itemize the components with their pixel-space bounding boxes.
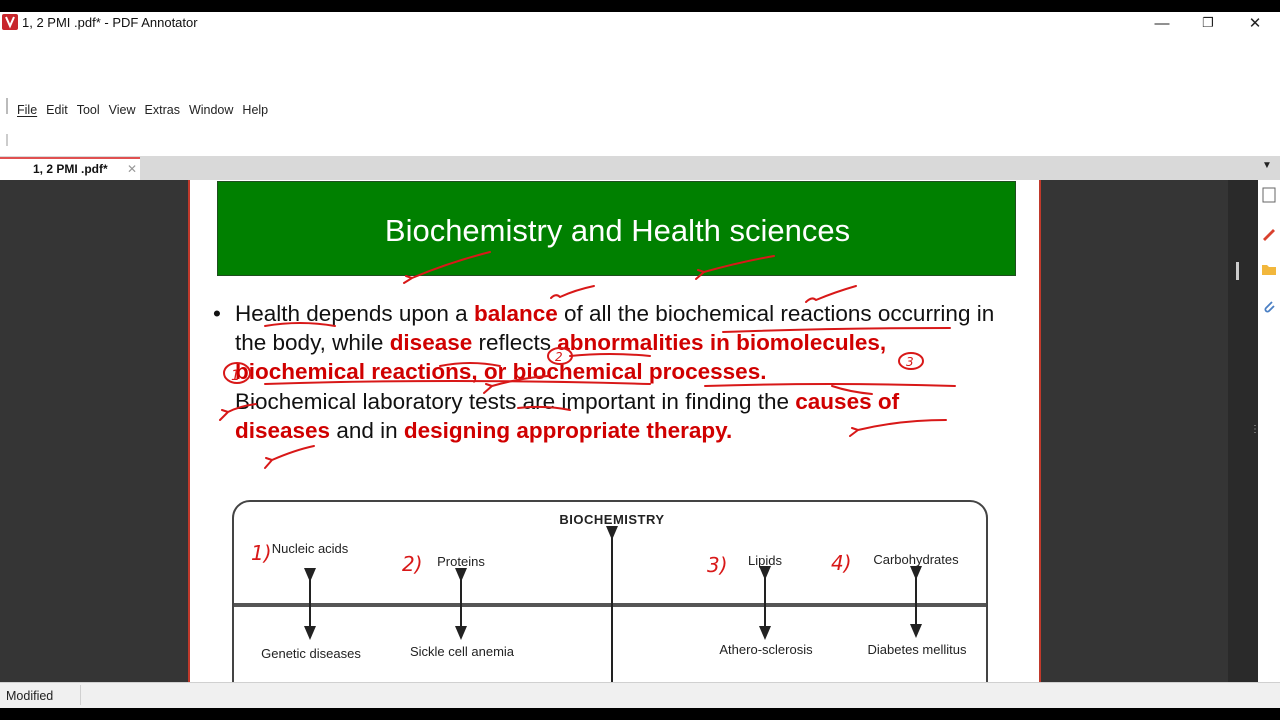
label-carbohydrates: Carbohydrates xyxy=(873,552,959,567)
splitter-grip-icon[interactable]: ⋮ xyxy=(1250,424,1260,440)
diagram-title: BIOCHEMISTRY xyxy=(559,512,665,527)
document-tab-label: 1, 2 PMI .pdf* xyxy=(33,162,108,176)
pen-icon[interactable] xyxy=(1260,224,1278,242)
tab-bar: 1, 2 PMI .pdf* ✕ ▼ xyxy=(0,156,1280,180)
bullet2-text-2: and in xyxy=(330,418,404,443)
document-tab[interactable]: 1, 2 PMI .pdf* ✕ xyxy=(0,157,140,180)
diagram-arrows xyxy=(304,526,922,682)
menu-bar: File Edit Tool View Extras Window Help xyxy=(0,100,268,120)
bullet2-text-1: Biochemical laboratory tests are importa… xyxy=(235,389,796,414)
vertical-scroll-area[interactable] xyxy=(1228,180,1258,682)
biochemistry-diagram: BIOCHEMISTRY Nucleic acids Proteins Lipi… xyxy=(232,500,988,682)
bullet-dot: • xyxy=(213,301,221,326)
bullet1-text-3: reflects xyxy=(472,330,558,355)
side-panel xyxy=(1258,180,1280,682)
maximize-button[interactable]: ❐ xyxy=(1202,15,1214,30)
menu-file[interactable]: File xyxy=(17,103,38,117)
window-title: 1, 2 PMI .pdf* - PDF Annotator xyxy=(22,15,198,30)
tab-close-icon[interactable]: ✕ xyxy=(127,162,138,176)
label-genetic-diseases: Genetic diseases xyxy=(261,646,361,661)
toolbar-grip xyxy=(6,134,8,146)
toolbar-area: File Edit Tool View Extras Window Help xyxy=(0,34,1280,156)
bullet1-highlight-disease: disease xyxy=(389,330,473,355)
label-sickle-cell-anemia: Sickle cell anemia xyxy=(409,644,515,659)
slide-title-banner: Biochemistry and Health sciences xyxy=(217,181,1016,276)
scrollbar-thumb[interactable] xyxy=(1236,262,1239,280)
label-nucleic-acids: Nucleic acids xyxy=(271,541,349,556)
menu-tool[interactable]: Tool xyxy=(76,103,100,117)
menu-window[interactable]: Window xyxy=(188,103,234,117)
status-bar: Modified xyxy=(0,682,1280,708)
app-icon xyxy=(2,14,18,30)
bullet2-highlight-therapy: designing appropriate therapy. xyxy=(403,418,733,443)
page-icon[interactable] xyxy=(1260,186,1278,204)
menu-view[interactable]: View xyxy=(108,103,136,117)
close-button[interactable]: ✕ xyxy=(1248,15,1262,32)
menu-help[interactable]: Help xyxy=(242,103,269,117)
bullet1-text-1: Health depends upon a xyxy=(235,301,474,326)
tab-list-dropdown-icon[interactable]: ▼ xyxy=(1262,160,1272,171)
status-separator xyxy=(80,685,81,705)
menu-edit[interactable]: Edit xyxy=(46,103,68,117)
pdf-page[interactable]: Biochemistry and Health sciences • Healt… xyxy=(188,180,1041,682)
bullet-item-1: • Health depends upon a balance of all t… xyxy=(213,299,995,386)
minimize-button[interactable]: — xyxy=(1154,14,1170,32)
title-bar: 1, 2 PMI .pdf* - PDF Annotator — ❐ ✕ xyxy=(0,12,1280,34)
diagram-divider xyxy=(234,603,986,607)
bullet-item-2: Biochemical laboratory tests are importa… xyxy=(235,387,995,445)
folder-icon[interactable] xyxy=(1260,260,1278,278)
label-diabetes-mellitus: Diabetes mellitus xyxy=(867,642,967,657)
status-text: Modified xyxy=(6,689,54,703)
label-atherosclerosis: Athero-sclerosis xyxy=(719,642,813,657)
bullet1-highlight-balance: balance xyxy=(473,301,558,326)
label-lipids: Lipids xyxy=(748,553,782,568)
bullet1-text-2: of all the biochemical reactions occurri… xyxy=(235,301,995,355)
paperclip-icon[interactable] xyxy=(1260,298,1278,316)
menubar-grip xyxy=(6,98,8,114)
bullet-list: • Health depends upon a balance of all t… xyxy=(213,299,995,445)
slide-title: Biochemistry and Health sciences xyxy=(384,213,851,248)
menu-extras[interactable]: Extras xyxy=(144,103,180,117)
label-proteins: Proteins xyxy=(437,554,485,569)
